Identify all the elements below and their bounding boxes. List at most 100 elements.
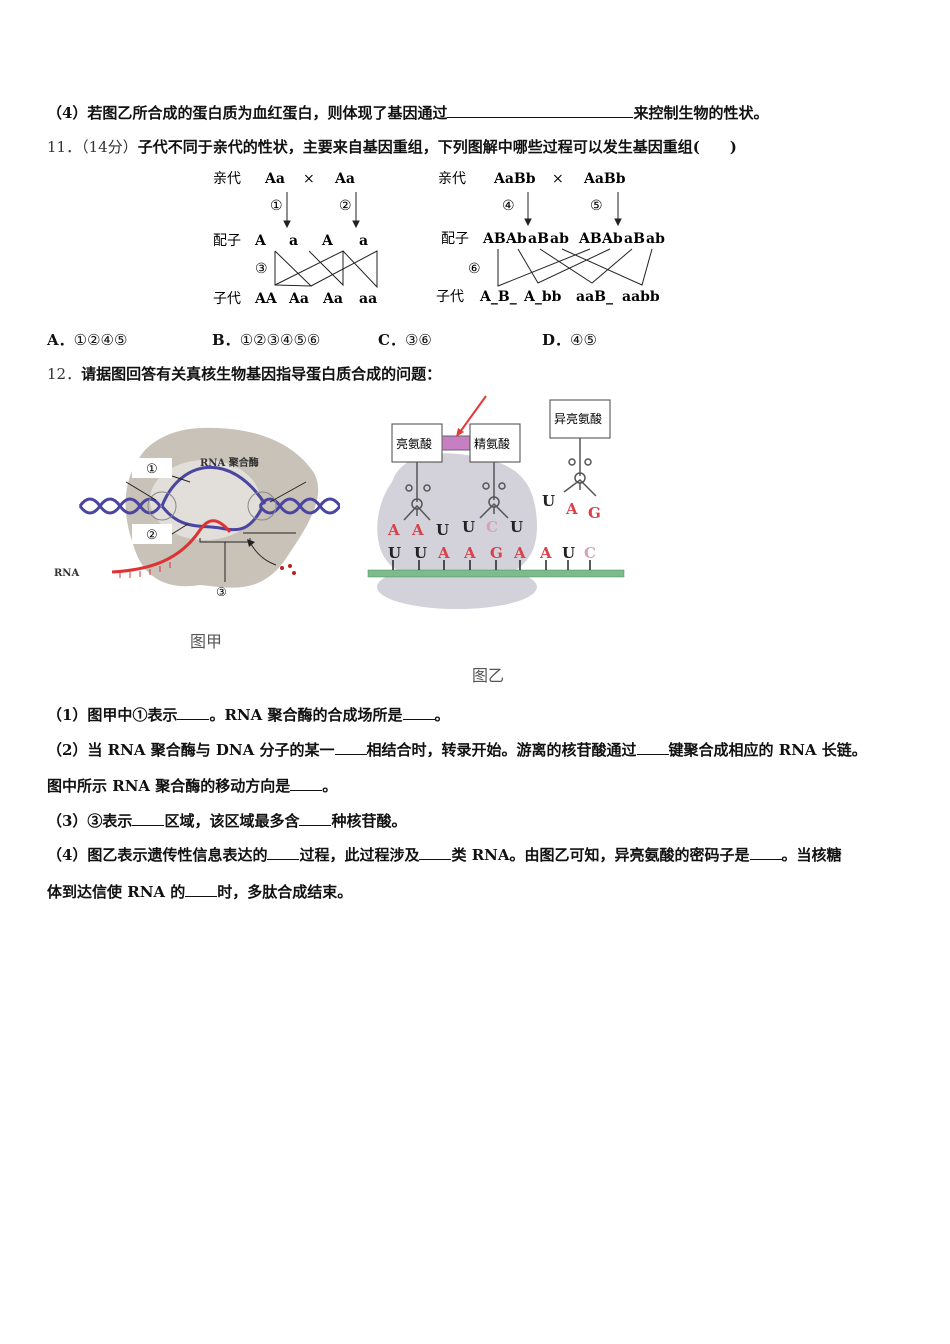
option-a[interactable]: A．①②④⑤ — [47, 331, 128, 349]
offspring: AA — [254, 291, 278, 307]
step-3-label: ③ — [255, 261, 268, 277]
question-text: 子代不同于亲代的性状，主要来自基因重组，下列图解中哪些过程可以发生基因重组( ) — [137, 138, 737, 156]
anticodon-base: U — [462, 518, 475, 536]
peptide-bond — [441, 435, 471, 451]
answer-blank[interactable] — [636, 740, 669, 755]
codon-base: A — [539, 544, 552, 562]
offspring-label: 子代 — [213, 291, 241, 307]
answer-blank[interactable] — [402, 705, 435, 720]
question-score: （14分） — [81, 138, 138, 156]
answer-blank[interactable] — [334, 740, 367, 755]
gamete: AB — [482, 231, 506, 247]
step-4-label: ④ — [502, 198, 515, 214]
figure-yi-translation: 亮氨酸 精氨酸 异亮氨酸 A A U U C U U A G U U A A G… — [367, 395, 625, 609]
rna-label: RNA — [54, 568, 79, 579]
step-5-label: ⑤ — [590, 198, 603, 214]
answer-blank[interactable] — [267, 845, 300, 860]
q12-sub4-cont: 体到达信使 RNA 的时，多肽合成结束。 — [47, 882, 353, 901]
gamete: AB — [578, 231, 602, 247]
gamete-label: 配子 — [441, 231, 469, 247]
question-number: 11． — [47, 138, 82, 156]
anticodon-base: C — [486, 518, 498, 536]
offspring: Aa — [322, 291, 343, 307]
offspring: A_B_ — [479, 289, 517, 305]
gamete: A — [254, 233, 267, 249]
codon-base: C — [584, 544, 596, 562]
anticodon-base: A — [387, 521, 400, 539]
gamete: Ab — [505, 231, 527, 247]
q10-part4-suffix: 来控制生物的性状。 — [633, 104, 769, 122]
gamete: a — [289, 233, 298, 249]
amino-acid-leucine: 亮氨酸 — [396, 436, 432, 451]
answer-blank[interactable] — [419, 845, 452, 860]
answer-blank[interactable] — [447, 103, 634, 118]
answer-blank[interactable] — [132, 811, 165, 826]
q12-sub2-cont: 图中所示 RNA 聚合酶的移动方向是。 — [47, 776, 338, 795]
amino-acid-box — [549, 399, 611, 439]
cross-symbol: × — [552, 171, 564, 187]
gamete: A — [321, 233, 334, 249]
amino-acid-arginine: 精氨酸 — [474, 436, 510, 451]
label-2: ② — [146, 528, 158, 543]
q12-sub2: （2）当 RNA 聚合酶与 DNA 分子的某一相结合时，转录开始。游离的核苷酸通… — [47, 740, 867, 759]
anticodon-base: A — [411, 521, 424, 539]
cross-diagram-monohybrid: 亲代 Aa × Aa ① ② 配子 A a A a ③ 子代 AA Aa Aa … — [213, 171, 378, 307]
label-1: ① — [146, 462, 158, 477]
anticodon-base: U — [542, 492, 555, 510]
step-2-label: ② — [339, 198, 352, 214]
gamete: Ab — [601, 231, 623, 247]
step-1-label: ① — [270, 198, 283, 214]
answer-blank[interactable] — [749, 845, 782, 860]
option-b[interactable]: B．①②③④⑤⑥ — [212, 331, 321, 349]
offspring-label: 子代 — [436, 289, 464, 305]
offspring: aabb — [622, 289, 660, 305]
option-c[interactable]: C．③⑥ — [378, 331, 432, 349]
parent2: AaBb — [583, 171, 626, 187]
q12-stem: 12．请据图回答有关真核生物基因指导蛋白质合成的问题： — [47, 364, 441, 384]
q10-part4-text: （4）若图乙所合成的蛋白质为血红蛋白，则体现了基因通过 — [47, 104, 448, 122]
anticodon-base: U — [436, 521, 449, 539]
parent1: Aa — [264, 171, 285, 187]
mrna-strand — [367, 569, 625, 578]
q12-sub3: （3）③表示区域，该区域最多含种核苷酸。 — [47, 811, 407, 830]
parent-label: 亲代 — [213, 171, 241, 187]
offspring: A_bb — [523, 289, 562, 305]
trna-icon — [403, 438, 597, 521]
anticodon-base: A — [565, 500, 578, 518]
q12-sub1: （1）图甲中①表示。RNA 聚合酶的合成场所是。 — [47, 705, 450, 724]
codon-base: A — [437, 544, 450, 562]
enzyme-label: RNA 聚合酶 — [200, 456, 259, 469]
question-text: 请据图回答有关真核生物基因指导蛋白质合成的问题： — [81, 365, 442, 383]
answer-blank[interactable] — [177, 705, 210, 720]
amino-acid-isoleucine: 异亮氨酸 — [554, 411, 602, 426]
parent-label: 亲代 — [438, 171, 466, 187]
offspring: Aa — [288, 291, 309, 307]
figure-yi-caption: 图乙 — [472, 666, 505, 685]
codon-base: A — [513, 544, 526, 562]
arrow-icon — [459, 395, 487, 433]
gamete-label: 配子 — [213, 233, 241, 249]
offspring: aa — [359, 291, 377, 307]
parent2: Aa — [334, 171, 355, 187]
option-d[interactable]: D．④⑤ — [542, 331, 597, 349]
step-6-label: ⑥ — [468, 261, 481, 277]
anticodon-base: U — [510, 518, 523, 536]
amino-acid-box — [469, 423, 521, 463]
answer-blank[interactable] — [185, 882, 218, 897]
cross-diagram-dihybrid: 亲代 AaBb × AaBb ④ ⑤ 配子 AB Ab aB ab AB Ab … — [436, 171, 665, 305]
q12-sub4: （4）图乙表示遗传性信息表达的过程，此过程涉及类 RNA。由图乙可知，异亮氨酸的… — [47, 845, 842, 864]
answer-blank[interactable] — [290, 776, 323, 791]
cross-symbol: × — [303, 171, 315, 187]
gamete: a — [359, 233, 368, 249]
nucleotides-icon — [280, 564, 296, 575]
gamete: ab — [646, 231, 665, 247]
rna-strand — [111, 519, 232, 574]
offspring: aaB_ — [576, 289, 613, 305]
codon-base: U — [388, 544, 401, 562]
answer-blank[interactable] — [299, 811, 332, 826]
gamete: ab — [550, 231, 569, 247]
gamete: aB — [624, 231, 645, 247]
gamete: aB — [528, 231, 549, 247]
question-number: 12． — [47, 365, 82, 383]
q10-part4: （4）若图乙所合成的蛋白质为血红蛋白，则体现了基因通过 来控制生物的性状。 — [47, 103, 768, 123]
